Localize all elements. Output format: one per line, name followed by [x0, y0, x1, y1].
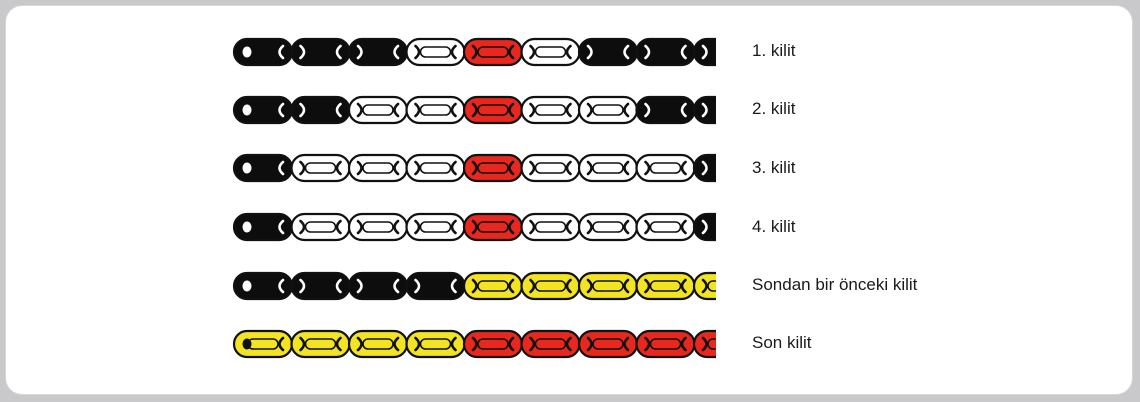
chain-link-black — [292, 273, 350, 299]
chain-link-black — [349, 39, 407, 65]
chain-link-yellow — [637, 273, 695, 299]
chain-link-red — [464, 331, 522, 357]
chain-link-red — [464, 155, 522, 181]
chain-link-white — [522, 214, 580, 240]
chain-link-red — [579, 331, 637, 357]
row-label-5: Sondan bir önceki kilit — [752, 274, 917, 296]
chain-link-black — [234, 97, 292, 123]
chain-link-black — [579, 39, 637, 65]
chain-link-black — [694, 39, 716, 65]
chain-link-black — [637, 39, 695, 65]
chain-link-yellow — [464, 273, 522, 299]
chain-link-white — [292, 214, 350, 240]
chain-link-yellow — [292, 331, 350, 357]
chain-link-white — [407, 214, 465, 240]
chain-link-white — [349, 155, 407, 181]
chain-link-black — [234, 155, 292, 181]
diagram-panel: 1. kilit 2. kilit 3. kilit 4. kilit Sond… — [6, 6, 1132, 394]
chain-link-red — [464, 97, 522, 123]
chain-link-black — [292, 39, 350, 65]
chain-link-white — [349, 97, 407, 123]
chain-row-6 — [226, 324, 716, 364]
chain-row-3 — [226, 148, 716, 188]
chain-link-black — [234, 214, 292, 240]
chain-link-red — [464, 39, 522, 65]
chain-link-black — [637, 97, 695, 123]
chain-link-yellow — [234, 331, 292, 357]
row-label-2: 2. kilit — [752, 98, 795, 120]
chain-link-white — [407, 39, 465, 65]
chain-link-white — [637, 214, 695, 240]
chain-link-red — [694, 331, 716, 357]
chain-link-white — [292, 155, 350, 181]
chain-link-yellow — [579, 273, 637, 299]
chain-link-black — [234, 273, 292, 299]
chain-link-red — [637, 331, 695, 357]
row-label-6: Son kilit — [752, 332, 812, 354]
chain-link-black — [694, 97, 716, 123]
chain-link-black — [694, 155, 716, 181]
chain-link-white — [579, 155, 637, 181]
row-label-4: 4. kilit — [752, 216, 795, 238]
chain-link-white — [349, 214, 407, 240]
chain-link-white — [407, 155, 465, 181]
chain-link-yellow — [349, 331, 407, 357]
chain-link-red — [522, 331, 580, 357]
chain-link-white — [579, 214, 637, 240]
row-label-1: 1. kilit — [752, 40, 795, 62]
chain-row-1 — [226, 32, 716, 72]
chain-link-red — [464, 214, 522, 240]
row-label-3: 3. kilit — [752, 157, 795, 179]
chain-link-white — [522, 155, 580, 181]
chain-link-black — [349, 273, 407, 299]
chain-link-black — [694, 214, 716, 240]
chain-link-black — [292, 97, 350, 123]
chain-row-4 — [226, 207, 716, 247]
chain-link-yellow — [522, 273, 580, 299]
chain-link-white — [407, 97, 465, 123]
chain-row-2 — [226, 90, 716, 130]
chain-link-white — [522, 97, 580, 123]
chain-link-white — [637, 155, 695, 181]
chain-row-5 — [226, 266, 716, 306]
chain-link-black — [407, 273, 465, 299]
chain-link-yellow — [407, 331, 465, 357]
chain-link-white — [579, 97, 637, 123]
chain-link-yellow — [694, 273, 716, 299]
chain-link-white — [522, 39, 580, 65]
chain-link-black — [234, 39, 292, 65]
